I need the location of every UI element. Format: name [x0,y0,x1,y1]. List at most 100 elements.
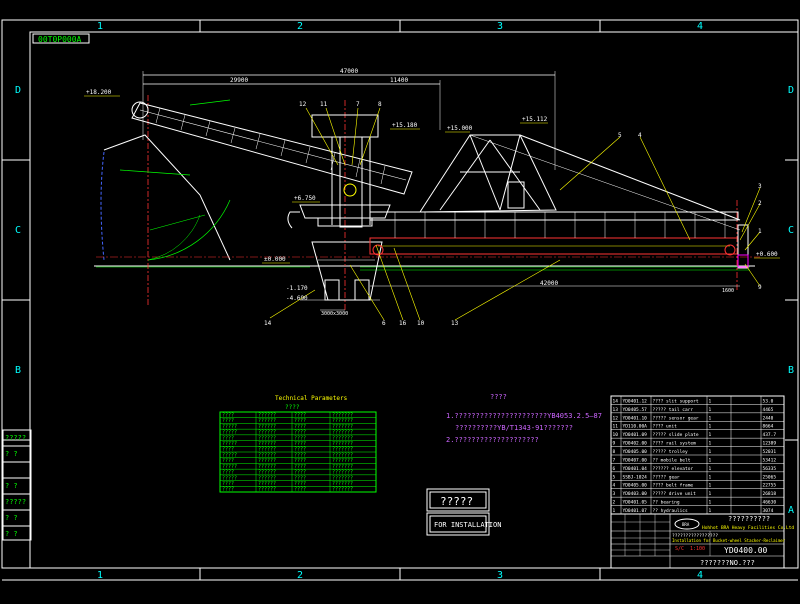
parts-cell: 1 [709,424,712,430]
drawing-stamp: 00T0P000A [38,35,82,44]
parts-cell: 53412 [763,457,777,463]
svg-text:BRA: BRA [682,522,690,527]
parts-cell: 5 [613,474,616,480]
parts-cell: YD0405.00 [623,449,648,455]
parts-cell: 56335 [763,466,777,472]
parts-cell: 1 [709,441,712,447]
dim-base: 3000x3000 [321,311,348,317]
frame-col-2-bottom: 2 [297,570,303,581]
notes-line-3: 2.???????????????????? [446,436,539,444]
svg-text:? ?: ? ? [5,530,18,538]
tech-cell: ???? [222,435,234,441]
frame-col-3-bottom: 3 [497,570,503,581]
tech-cell: ?????? [258,487,276,493]
callout-2: 2 [758,200,762,207]
parts-cell: 1 [709,457,712,463]
tech-cell: ??????? [332,452,353,458]
company-logo-icon [674,518,700,530]
elev-right-ground: +0.600 [756,251,778,258]
parts-cell: 14 [613,398,619,404]
tech-cell: ???? [294,412,306,418]
elev-right-top: +15.112 [522,116,548,123]
parts-cell: YD0401.10 [623,415,648,421]
company-en: Hohhot BRA Heavy Facilities Co.Ltd [702,525,794,531]
parts-cell: YD0407.00 [623,457,648,463]
parts-cell: ?????? elevator [653,466,694,472]
parts-cell: 4 [613,483,616,489]
frame-row-d: D [15,85,21,96]
parts-cell: ?? hydraulics [653,508,689,514]
company-cn: ?????????? [728,515,770,523]
tech-cell: ???? [294,424,306,430]
elev-pit-2: -4.690 [286,295,308,302]
tech-cell: ???? [294,475,306,481]
parts-cell: ????? sensor gear [653,415,699,421]
frame-col-4: 4 [697,21,703,32]
tech-title: Technical Parameters [275,395,348,402]
parts-cell: 12 [613,415,619,421]
tech-cell: ????? [222,475,237,481]
svg-text:? ?: ? ? [5,514,18,522]
frame-row-b-right: B [788,365,794,376]
tech-cell: ??????? [332,481,353,487]
foundation-pit [300,241,383,311]
parts-cell: 8664 [763,424,774,430]
tech-cell: ???? [294,481,306,487]
tech-cell: ????? [222,430,237,436]
parts-cell: 9 [613,441,616,447]
truss-frame [369,134,749,269]
tech-cell: ?????? [258,447,276,453]
parts-cell: 46630 [763,500,777,506]
parts-cell: YD0405.00 [623,483,648,489]
callout-7: 7 [356,101,360,108]
callout-1: 1 [758,228,762,235]
parts-cell: ?? bearing [653,500,680,506]
parts-cell: 1 [709,474,712,480]
title-block: BRA ?????????? Hohhot BRA Heavy Faciliti… [610,513,794,569]
elev-pit-1: -1.170 [286,285,308,292]
parts-cell: ???? unit [653,424,678,430]
tech-cell: ?????? [258,458,276,464]
svg-text:?????: ????? [5,434,26,442]
tech-cell: ??????? [332,447,353,453]
tech-cell: ???? [222,487,234,493]
tech-cell: ???? [294,447,306,453]
parts-cell: 7 [613,457,616,463]
tech-cell: ???? [222,470,234,476]
svg-text:?????: ????? [5,498,26,506]
parts-cell: YD0402.00 [623,441,648,447]
parts-cell: 3074 [763,508,774,514]
stamp-box-1: ????? [440,495,473,508]
tech-cell: ???? [294,458,306,464]
tech-cell: ?????? [258,452,276,458]
parts-cell: YD0401.05 [623,500,648,506]
tech-cell: ??????? [332,424,353,430]
parts-cell: 4465 [763,407,774,413]
dim-left: 29900 [230,77,248,84]
notes-line-1: 1.??????????????????????YB4053.2.5—87 [446,412,602,420]
callout-9: 9 [758,284,762,291]
frame-col-4-bottom: 4 [697,570,703,581]
frame-row-d-right: D [788,85,794,96]
parts-cell: 52031 [763,449,777,455]
tech-cell: ??????? [332,412,353,418]
parts-cell: 13 [613,407,619,413]
tech-cell: ???? [222,418,234,424]
parts-cell: YD110.00A [623,424,648,430]
callout-13: 13 [451,320,459,327]
parts-cell: YD0401.09 [623,432,648,438]
tech-cell: ?????? [258,441,276,447]
tech-cell: ?????? [258,475,276,481]
parts-cell: 1 [709,500,712,506]
tech-cell: ???? [294,487,306,493]
mast [287,114,391,229]
parts-cell: YD0405.57 [623,407,648,413]
callout-11: 11 [320,101,328,108]
parts-cell: ????? slide plate [653,432,699,438]
installation-stamps: ????? FOR INSTALLATION [426,488,501,536]
parts-cell: 2 [613,500,616,506]
callout-4: 4 [638,132,642,139]
parts-cell: ???? belt frame [653,483,694,489]
